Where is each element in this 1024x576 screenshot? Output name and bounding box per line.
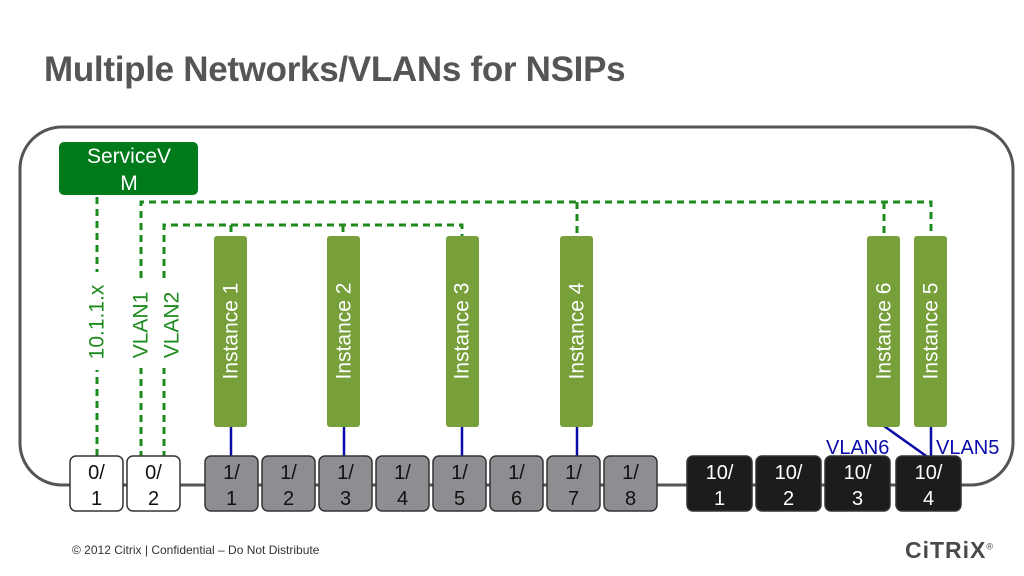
dashed-network-lines: [95, 197, 933, 458]
port-label-top: 10/: [844, 462, 872, 484]
port-box: [126, 455, 181, 512]
instance-bars: [214, 236, 947, 427]
instance-label-3: Instance 3: [451, 283, 474, 380]
port-label-bottom: 8: [625, 488, 636, 510]
port-label-top: 10/: [706, 462, 734, 484]
port-box: [546, 455, 601, 512]
port-label-top: 10/: [775, 462, 803, 484]
port-label-top: 1/: [223, 462, 240, 484]
port-label-top: 0/: [145, 462, 162, 484]
vlan5-label: VLAN5: [936, 437, 999, 459]
instance-label-2: Instance 2: [333, 283, 356, 380]
port-label-bottom: 4: [923, 488, 934, 510]
port-label-top: 1/: [622, 462, 639, 484]
vlan2-line: [162, 223, 464, 458]
port-label-top: 10/: [915, 462, 943, 484]
port-box: [686, 455, 753, 512]
port-label-top: 1/: [394, 462, 411, 484]
page-title: Multiple Networks/VLANs for NSIPs: [44, 50, 626, 89]
vlan6-label: VLAN6: [826, 437, 889, 459]
vlan1-line: [139, 200, 933, 458]
port-box: [204, 455, 259, 512]
port-label-bottom: 4: [397, 488, 408, 510]
port-label-bottom: 3: [340, 488, 351, 510]
port-label-bottom: 6: [511, 488, 522, 510]
port-label-bottom: 1: [91, 488, 102, 510]
port-label-top: 1/: [508, 462, 525, 484]
port-label-top: 1/: [565, 462, 582, 484]
port-label-bottom: 2: [283, 488, 294, 510]
instance-bar-4: [560, 236, 593, 427]
servicevm-box: [59, 142, 198, 195]
servicevm-label-line1: ServiceV: [87, 145, 171, 168]
port-box: [69, 455, 124, 512]
port-label-bottom: 2: [783, 488, 794, 510]
port-box: [261, 455, 316, 512]
vlan-labels-bg: [128, 282, 186, 368]
port-box: [755, 455, 822, 512]
port-label-top: 1/: [451, 462, 468, 484]
port-box: [895, 455, 962, 512]
instance-bar-6: [867, 236, 900, 427]
port-label-bottom: 1: [226, 488, 237, 510]
port-connection-lines: [229, 424, 933, 460]
port-box: [432, 455, 487, 512]
port-label-bottom: 7: [568, 488, 579, 510]
port-label-top: 0/: [88, 462, 105, 484]
vlan1-label: VLAN1: [130, 292, 153, 359]
registered-mark: ®: [986, 541, 994, 552]
vlan2-label: VLAN2: [161, 292, 184, 359]
port-label-top: 1/: [337, 462, 354, 484]
logo-wordmark: CiTRiX: [905, 537, 987, 563]
port-label-top: 1/: [280, 462, 297, 484]
copyright-footer: © 2012 Citrix | Confidential – Do Not Di…: [72, 543, 320, 557]
port-box: [603, 455, 658, 512]
port-label-bottom: 2: [148, 488, 159, 510]
instance-bar-5: [914, 236, 947, 427]
instance6-port-line: [883, 424, 930, 460]
instance-bar-1: [214, 236, 247, 427]
servicevm-label-line2: M: [120, 172, 138, 195]
instance-label-5: Instance 5: [920, 283, 943, 380]
net1-label: 10.1.1.x: [86, 284, 109, 359]
port-box: [318, 455, 373, 512]
ports: 0/10/21/11/21/31/41/51/61/71/810/110/210…: [69, 455, 962, 512]
instance-label-4: Instance 4: [566, 282, 589, 379]
instance-bar-3: [446, 236, 479, 427]
port-label-bottom: 3: [852, 488, 863, 510]
port-box: [375, 455, 430, 512]
citrix-logo: CiTRiX®: [905, 537, 993, 564]
instance-bar-2: [327, 236, 360, 427]
instance-label-6: Instance 6: [873, 283, 896, 380]
net1-label-bg: [74, 272, 118, 370]
instance-label-1: Instance 1: [220, 283, 243, 380]
port-label-bottom: 5: [454, 488, 465, 510]
port-box: [824, 455, 891, 512]
port-label-bottom: 1: [714, 488, 725, 510]
port-box: [489, 455, 544, 512]
